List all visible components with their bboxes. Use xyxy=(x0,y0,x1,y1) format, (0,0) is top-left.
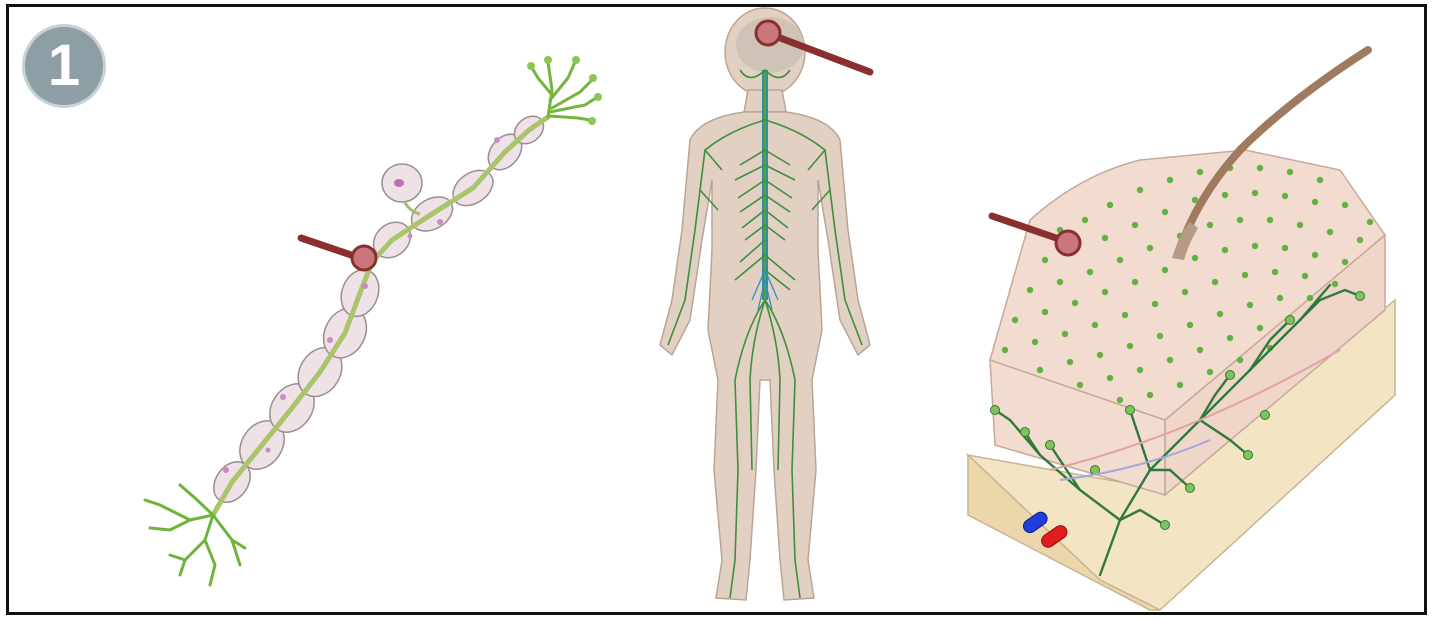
pointer-marker xyxy=(1056,231,1080,255)
terminal-boutons xyxy=(527,56,602,125)
nucleus xyxy=(394,179,404,187)
pointer-marker xyxy=(756,21,780,45)
pointer-marker xyxy=(352,246,376,270)
human-nervous-system xyxy=(660,8,870,600)
single-nerve-fiber xyxy=(145,56,602,585)
axon-terminal xyxy=(532,62,596,120)
skin-tissue-block xyxy=(968,50,1395,610)
